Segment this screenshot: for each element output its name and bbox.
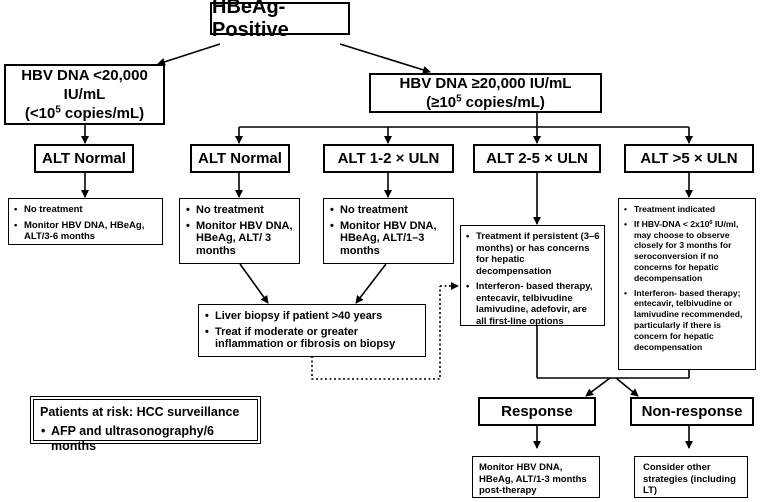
col2-item-1: No treatment <box>185 204 294 217</box>
low-dna-line1: HBV DNA <20,000 <box>21 67 148 84</box>
col5-detail-box: Treatment indicated If HBV-DNA < 2x106 I… <box>618 198 756 370</box>
title-box: HBeAg-Positive <box>210 0 350 41</box>
non-response-box: Non-response <box>630 397 754 426</box>
col2-item-2: Monitor HBV DNA, HBeAg, ALT/ 3 months <box>185 220 294 258</box>
biopsy-item-1: Liver biopsy if patient >40 years <box>204 310 420 323</box>
col1-detail-box: No treatment Monitor HBV DNA, HBeAg, ALT… <box>8 198 163 245</box>
alt-header-col2: ALT Normal <box>190 144 290 173</box>
col4-item-1: Treatment if persistent (3–6 months) or … <box>465 231 600 277</box>
biopsy-item-2: Treat if moderate or greater inflammatio… <box>204 326 420 351</box>
col2-detail-box: No treatment Monitor HBV DNA, HBeAg, ALT… <box>179 198 300 264</box>
alt-header-col1: ALT Normal <box>34 144 134 173</box>
response-action-text: Monitor HBV DNA, HBeAg, ALT/1-3 months p… <box>479 462 587 496</box>
arrow-to-response <box>585 377 611 397</box>
col3-detail-box: No treatment Monitor HBV DNA, HBeAg, ALT… <box>323 198 454 264</box>
non-response-action-text: Consider other strategies (including LT) <box>643 462 736 496</box>
high-dna-line2: (≥105 copies/mL) <box>426 93 545 111</box>
low-dna-line2: IU/mL <box>63 86 106 103</box>
hcc-surveillance-box: Patients at risk: HCC surveillance AFP a… <box>30 396 261 453</box>
col4-detail-box: Treatment if persistent (3–6 months) or … <box>460 225 605 327</box>
arrow-to-non-response <box>615 377 639 397</box>
surveillance-item: AFP and ultrasonography/6 months <box>40 424 251 454</box>
high-dna-box: HBV DNA ≥20,000 IU/mL (≥105 copies/mL) <box>369 73 602 113</box>
arrow-title-to-low-dna <box>157 43 221 66</box>
non-response-action-box: Consider other strategies (including LT) <box>634 456 748 498</box>
col4-item-2: Interferon- based therapy, entecavir, te… <box>465 281 600 327</box>
arrow-col3-to-biopsy <box>355 263 387 304</box>
title-text: HBeAg-Positive <box>212 0 289 41</box>
col3-item-1: No treatment <box>329 204 448 217</box>
col5-item-3: Interferon- based therapy; entecavir, te… <box>623 288 752 353</box>
alt-header-col5: ALT >5 × ULN <box>624 144 754 173</box>
biopsy-box: Liver biopsy if patient >40 years Treat … <box>198 304 426 357</box>
arrow-title-to-high-dna <box>339 43 431 74</box>
low-dna-line3: (<105 copies/mL) <box>24 104 145 122</box>
response-action-box: Monitor HBV DNA, HBeAg, ALT/1-3 months p… <box>472 456 600 498</box>
high-dna-line1: HBV DNA ≥20,000 IU/mL <box>399 75 572 92</box>
surveillance-title: Patients at risk: HCC surveillance <box>40 405 240 419</box>
low-dna-box: HBV DNA <20,000 IU/mL (<105 copies/mL) <box>4 64 165 125</box>
alt-header-col3: ALT 1-2 × ULN <box>323 144 454 173</box>
arrow-col2-to-biopsy <box>239 263 269 304</box>
col5-item-2: If HBV-DNA < 2x106 IU/ml, may choose to … <box>623 219 752 284</box>
col1-item-2: Monitor HBV DNA, HBeAg, ALT/3-6 months <box>13 220 158 243</box>
col3-item-2: Monitor HBV DNA, HBeAg, ALT/1–3 months <box>329 220 448 258</box>
col1-item-1: No treatment <box>13 204 158 216</box>
response-box: Response <box>478 397 596 426</box>
dotted-line-biopsy-to-col4 <box>311 286 441 380</box>
col5-item-1: Treatment indicated <box>623 204 752 215</box>
alt-header-col4: ALT 2-5 × ULN <box>473 144 601 173</box>
